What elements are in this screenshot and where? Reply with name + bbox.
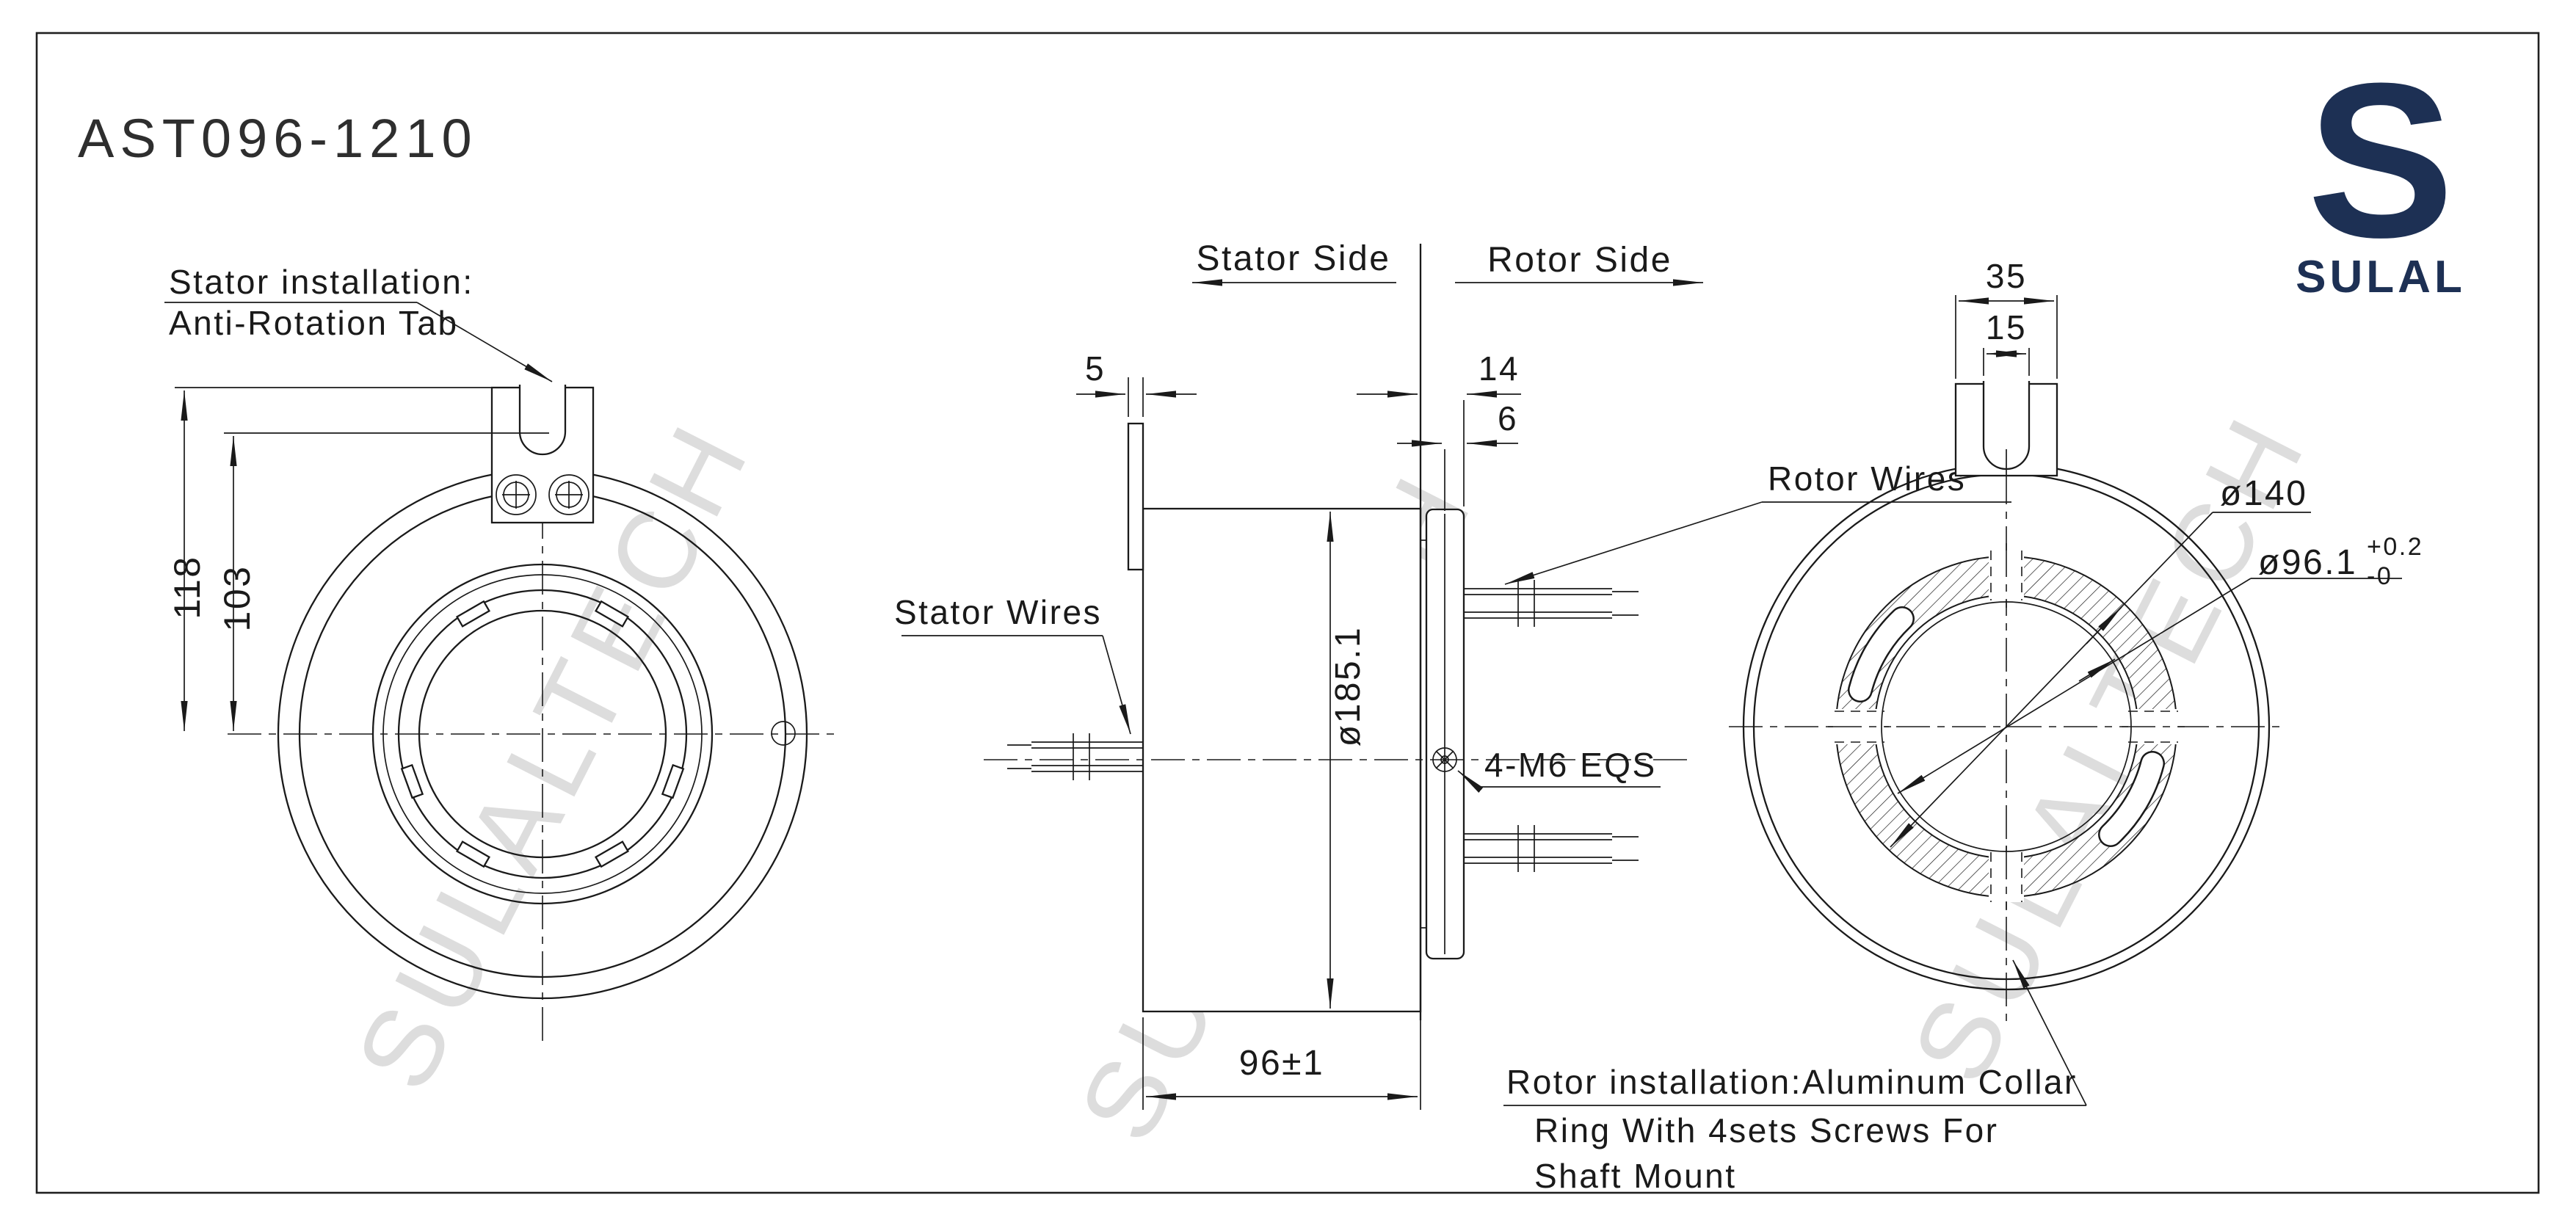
collar-screw-gap-left xyxy=(1828,709,1891,744)
collar-screw-gap-top xyxy=(1989,543,2024,608)
dim-96-label: 96±1 xyxy=(1239,1044,1324,1083)
callout-line1: Stator installation: xyxy=(169,263,474,301)
dimension-6: 6 xyxy=(1397,399,1518,511)
notch-bump xyxy=(400,763,424,799)
stator-wires-callout: Stator Wires xyxy=(894,593,1131,735)
rotor-side-label: Rotor Side xyxy=(1487,241,1672,280)
anti-rotation-tab-rear xyxy=(1954,381,2058,477)
notch-bump xyxy=(455,600,491,628)
rotor-wires-label: Rotor Wires xyxy=(1768,459,1966,498)
dim-35-label: 35 xyxy=(1986,257,2027,295)
stator-installation-callout: Stator installation: Anti-Rotation Tab xyxy=(164,263,553,382)
right-view-rotor-side: 35 15 ø140 ø96.1 +0.2 -0 Rotor i xyxy=(1503,257,2423,1195)
notch-bump xyxy=(455,840,491,868)
pin-hole xyxy=(771,721,796,746)
phillips-screw-icon xyxy=(496,474,537,515)
rotor-bore-circle xyxy=(1881,601,2132,852)
collar-arc-slots xyxy=(1848,606,2165,847)
dim-96-tol-plus: +0.2 xyxy=(2367,533,2423,561)
note-line3: Shaft Mount xyxy=(1534,1157,1737,1195)
dim-14-label: 14 xyxy=(1479,349,1520,388)
stator-notch-bumps xyxy=(400,600,685,868)
dimension-diameter-185: ø185.1 xyxy=(1327,512,1368,1009)
notch-bump xyxy=(594,840,630,868)
dim-96-label: ø96.1 xyxy=(2258,543,2357,582)
collar-screw-gap-bottom xyxy=(1989,846,2024,910)
dim-6-label: 6 xyxy=(1498,399,1518,437)
brand-wordmark: SULAL xyxy=(2296,252,2466,302)
stator-wires xyxy=(1007,733,1143,780)
dimension-118: 118 xyxy=(167,387,496,731)
rotor-wires-upper xyxy=(1464,580,1639,627)
stator-side-label: Stator Side xyxy=(1197,239,1391,278)
rotor-side-label-group: Rotor Side xyxy=(1455,241,1703,286)
dimension-14: 14 xyxy=(1357,349,1521,506)
notch-bump xyxy=(594,600,630,628)
left-view-stator-front: 118 103 Stator installation: Anti-Rotati… xyxy=(164,263,837,1048)
rotor-installation-note: Rotor installation:Aluminum Collar Ring … xyxy=(1503,959,2087,1195)
dim-185-label: ø185.1 xyxy=(1329,626,1368,746)
dim-15-label: 15 xyxy=(1986,308,2027,346)
dim-5-label: 5 xyxy=(1085,349,1106,388)
stator-side-label-group: Stator Side xyxy=(1192,239,1396,286)
brand-logo: S SULAL xyxy=(2296,37,2466,302)
dim-118-label: 118 xyxy=(167,555,208,619)
rotor-wires-callout: Rotor Wires xyxy=(1504,459,2011,585)
anti-rotation-tab-side xyxy=(1127,422,1144,571)
dim-96-tol-minus: -0 xyxy=(2367,562,2392,590)
dimension-diameter-140: ø140 xyxy=(1890,474,2311,848)
middle-view-side: Stator Side Rotor Side 5 14 6 xyxy=(894,239,2011,1110)
stator-wires-label: Stator Wires xyxy=(894,593,1102,631)
flange-screw-icon xyxy=(1432,747,1457,772)
note-line2: Ring With 4sets Screws For xyxy=(1534,1111,1998,1149)
tab-u-slot xyxy=(518,385,567,456)
screw-callout-label: 4-M6 EQS xyxy=(1484,746,1657,784)
callout-line2: Anti-Rotation Tab xyxy=(169,304,459,342)
flange-screw-callout: 4-M6 EQS xyxy=(1457,746,1661,793)
dim-140-label: ø140 xyxy=(2220,474,2307,513)
dimension-35: 35 xyxy=(1955,257,2058,379)
dimension-15: 15 xyxy=(1983,308,2030,376)
rotor-wires-lower xyxy=(1464,825,1639,872)
dimension-5: 5 xyxy=(1076,349,1197,417)
anti-rotation-tab-front xyxy=(490,385,595,524)
dimension-diameter-96: ø96.1 +0.2 -0 xyxy=(1897,533,2423,794)
drawing-border-frame xyxy=(35,32,2540,1194)
collar-screw-gap-right xyxy=(2122,709,2185,744)
dimension-96: 96±1 xyxy=(1142,1017,1421,1110)
notch-bump xyxy=(661,763,685,799)
brand-s-icon: S xyxy=(2307,37,2454,283)
dim-103-label: 103 xyxy=(217,565,258,632)
note-line1: Rotor installation:Aluminum Collar xyxy=(1506,1063,2078,1101)
dimension-103: 103 xyxy=(217,432,549,731)
phillips-screw-icon xyxy=(548,474,589,515)
drawing-title: AST096-1210 xyxy=(78,108,478,169)
